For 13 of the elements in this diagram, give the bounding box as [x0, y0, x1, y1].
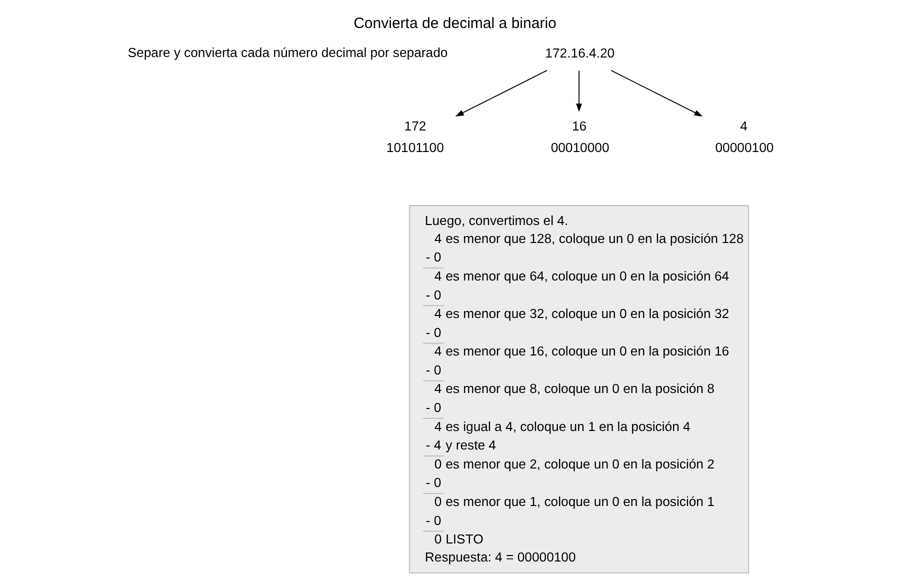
arrow	[610, 70, 702, 117]
node-text: 4	[740, 118, 747, 134]
node-text: 16	[571, 118, 586, 134]
node-label: 00010000	[550, 140, 609, 156]
node-label: 00000100	[714, 140, 774, 156]
node-text: 172.16.4.20	[544, 45, 614, 60]
node-label: 10101100	[386, 140, 444, 156]
label: Separe y convierta cada número decimal por separado	[127, 44, 448, 60]
arrow	[454, 70, 547, 117]
node-text: 172	[404, 118, 426, 134]
arrow	[576, 70, 582, 112]
diagram-title: Convierta de decimal a binario	[353, 14, 556, 32]
node-box: Luego, convertimos el 4. 4 es menor que 128, coloque un 0 en la posición 128 - 0 4 es menor que 64, coloque un 0 en la posición 64 - 0 4 es menor que 32, coloque un 0 en la posición 32 - 0 4 es menor que 16, coloque un 0 en la posición 16 - 0 4 es menor que 8, coloque un 0 en la posición 8 - 0 4 es igual a 4, coloque un 1 en la posición 4 - 4 y reste 4 0 es menor que 2, coloque un 0 en la posición 2 - 0 0 es menor que 1, coloque un 0 en la posición 1 - 0 0 LISTO Respuesta: 4 = 00000100	[408, 205, 749, 574]
